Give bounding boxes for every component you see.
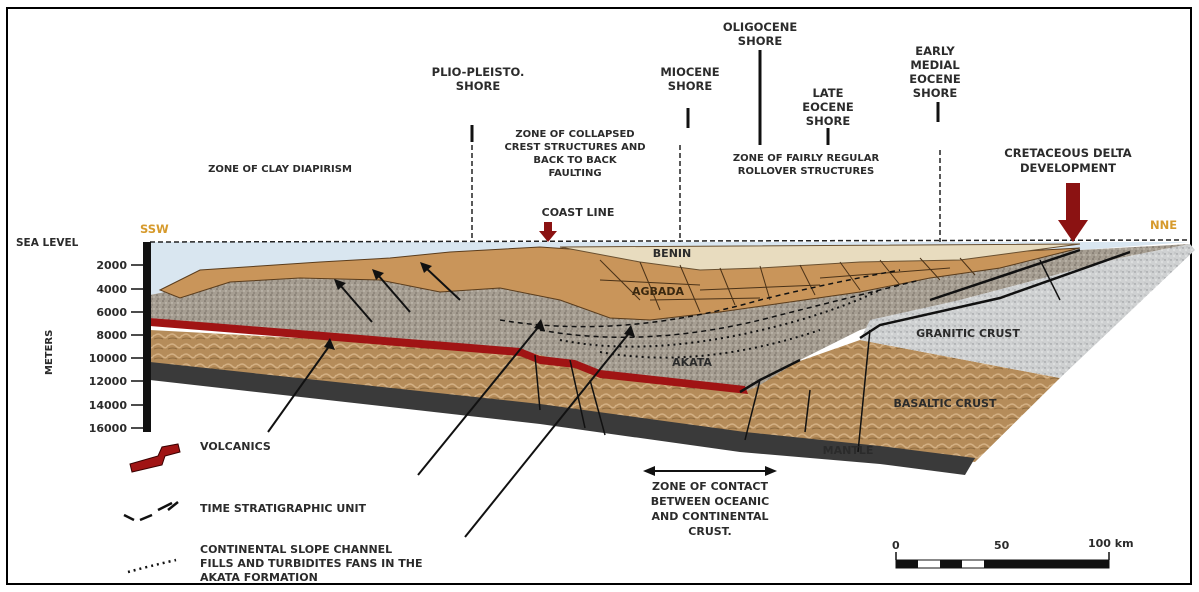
contact-zone-label-2: BETWEEN OCEANIC bbox=[651, 495, 769, 508]
miocene-shore-label-2: SHORE bbox=[668, 79, 713, 93]
cretaceous-arrow bbox=[1058, 183, 1088, 242]
legend-time-unit: TIME STRATIGRAPHIC UNIT bbox=[200, 502, 367, 515]
depth-axis-bar bbox=[143, 242, 151, 432]
late-eocene-label-2: EOCENE bbox=[802, 100, 854, 114]
contact-zone-label-3: AND CONTINENTAL bbox=[651, 510, 768, 523]
mantle-label: MANTLE bbox=[823, 444, 874, 457]
scale-bar bbox=[896, 552, 1109, 568]
scale-tick-0: 0 bbox=[892, 539, 900, 552]
legend-channel-2: FILLS AND TURBIDITES FANS IN THE bbox=[200, 557, 423, 570]
oligocene-shore-label-1: OLIGOCENE bbox=[723, 20, 798, 34]
depth-tick-6000: 6000 bbox=[96, 306, 127, 319]
depth-tick-4000: 4000 bbox=[96, 283, 127, 296]
collapsed-zone-label-4: FAULTING bbox=[548, 168, 601, 179]
cretaceous-label-1: CRETACEOUS DELTA bbox=[1004, 146, 1131, 160]
ssw-label: SSW bbox=[140, 222, 169, 236]
depth-axis-ticks bbox=[131, 265, 143, 428]
clay-diapirism-label: ZONE OF CLAY DIAPIRISM bbox=[208, 164, 352, 175]
contact-zone-label-1: ZONE OF CONTACT bbox=[652, 480, 768, 493]
depth-tick-14000: 14000 bbox=[89, 399, 128, 412]
scale-tick-50: 50 bbox=[994, 539, 1010, 552]
plio-shore-label-2: SHORE bbox=[456, 79, 501, 93]
depth-axis-label: METERS bbox=[44, 330, 55, 375]
scale-tick-100: 100 km bbox=[1088, 537, 1134, 550]
plio-shore-label-1: PLIO-PLEISTO. bbox=[432, 65, 525, 79]
collapsed-zone-label-3: BACK TO BACK bbox=[533, 155, 617, 166]
akata-label: AKATA bbox=[672, 356, 712, 369]
depth-tick-2000: 2000 bbox=[96, 259, 127, 272]
miocene-shore-label-1: MIOCENE bbox=[660, 65, 719, 79]
rollover-zone-label-1: ZONE OF FAIRLY REGULAR bbox=[733, 153, 880, 164]
granitic-crust-label: GRANITIC CRUST bbox=[916, 327, 1020, 340]
contact-zone-label-4: CRUST. bbox=[688, 525, 731, 538]
cretaceous-label-2: DEVELOPMENT bbox=[1020, 161, 1116, 175]
sea-level-label: SEA LEVEL bbox=[16, 237, 79, 249]
turbidite-symbol bbox=[128, 560, 176, 572]
early-eocene-label-4: SHORE bbox=[913, 86, 958, 100]
contact-zone-arrow bbox=[643, 466, 777, 476]
volcanics-symbol bbox=[130, 444, 180, 472]
depth-tick-12000: 12000 bbox=[89, 375, 128, 388]
coast-line-arrow bbox=[539, 222, 557, 242]
oligocene-shore-label-2: SHORE bbox=[738, 34, 783, 48]
agbada-label: AGBADA bbox=[632, 285, 685, 298]
benin-label: BENIN bbox=[653, 247, 691, 260]
early-eocene-label-2: MEDIAL bbox=[910, 58, 960, 72]
depth-tick-10000: 10000 bbox=[89, 352, 128, 365]
basaltic-crust-label: BASALTIC CRUST bbox=[894, 397, 997, 410]
sea-level-line bbox=[150, 240, 1190, 242]
time-unit-symbol bbox=[124, 502, 178, 520]
coast-line-label: COAST LINE bbox=[542, 206, 615, 219]
collapsed-zone-label-2: CREST STRUCTURES AND bbox=[504, 142, 645, 153]
nne-label: NNE bbox=[1150, 218, 1177, 232]
legend-volcanics: VOLCANICS bbox=[200, 440, 271, 453]
depth-tick-8000: 8000 bbox=[96, 329, 127, 342]
rollover-zone-label-2: ROLLOVER STRUCTURES bbox=[738, 166, 874, 177]
early-eocene-label-1: EARLY bbox=[915, 44, 955, 58]
legend-channel-1: CONTINENTAL SLOPE CHANNEL bbox=[200, 543, 392, 556]
depth-tick-16000: 16000 bbox=[89, 422, 128, 435]
early-eocene-label-3: EOCENE bbox=[909, 72, 961, 86]
late-eocene-label-3: SHORE bbox=[806, 114, 851, 128]
collapsed-zone-label-1: ZONE OF COLLAPSED bbox=[515, 129, 634, 140]
late-eocene-label-1: LATE bbox=[812, 86, 843, 100]
legend-channel-3: AKATA FORMATION bbox=[200, 571, 318, 584]
